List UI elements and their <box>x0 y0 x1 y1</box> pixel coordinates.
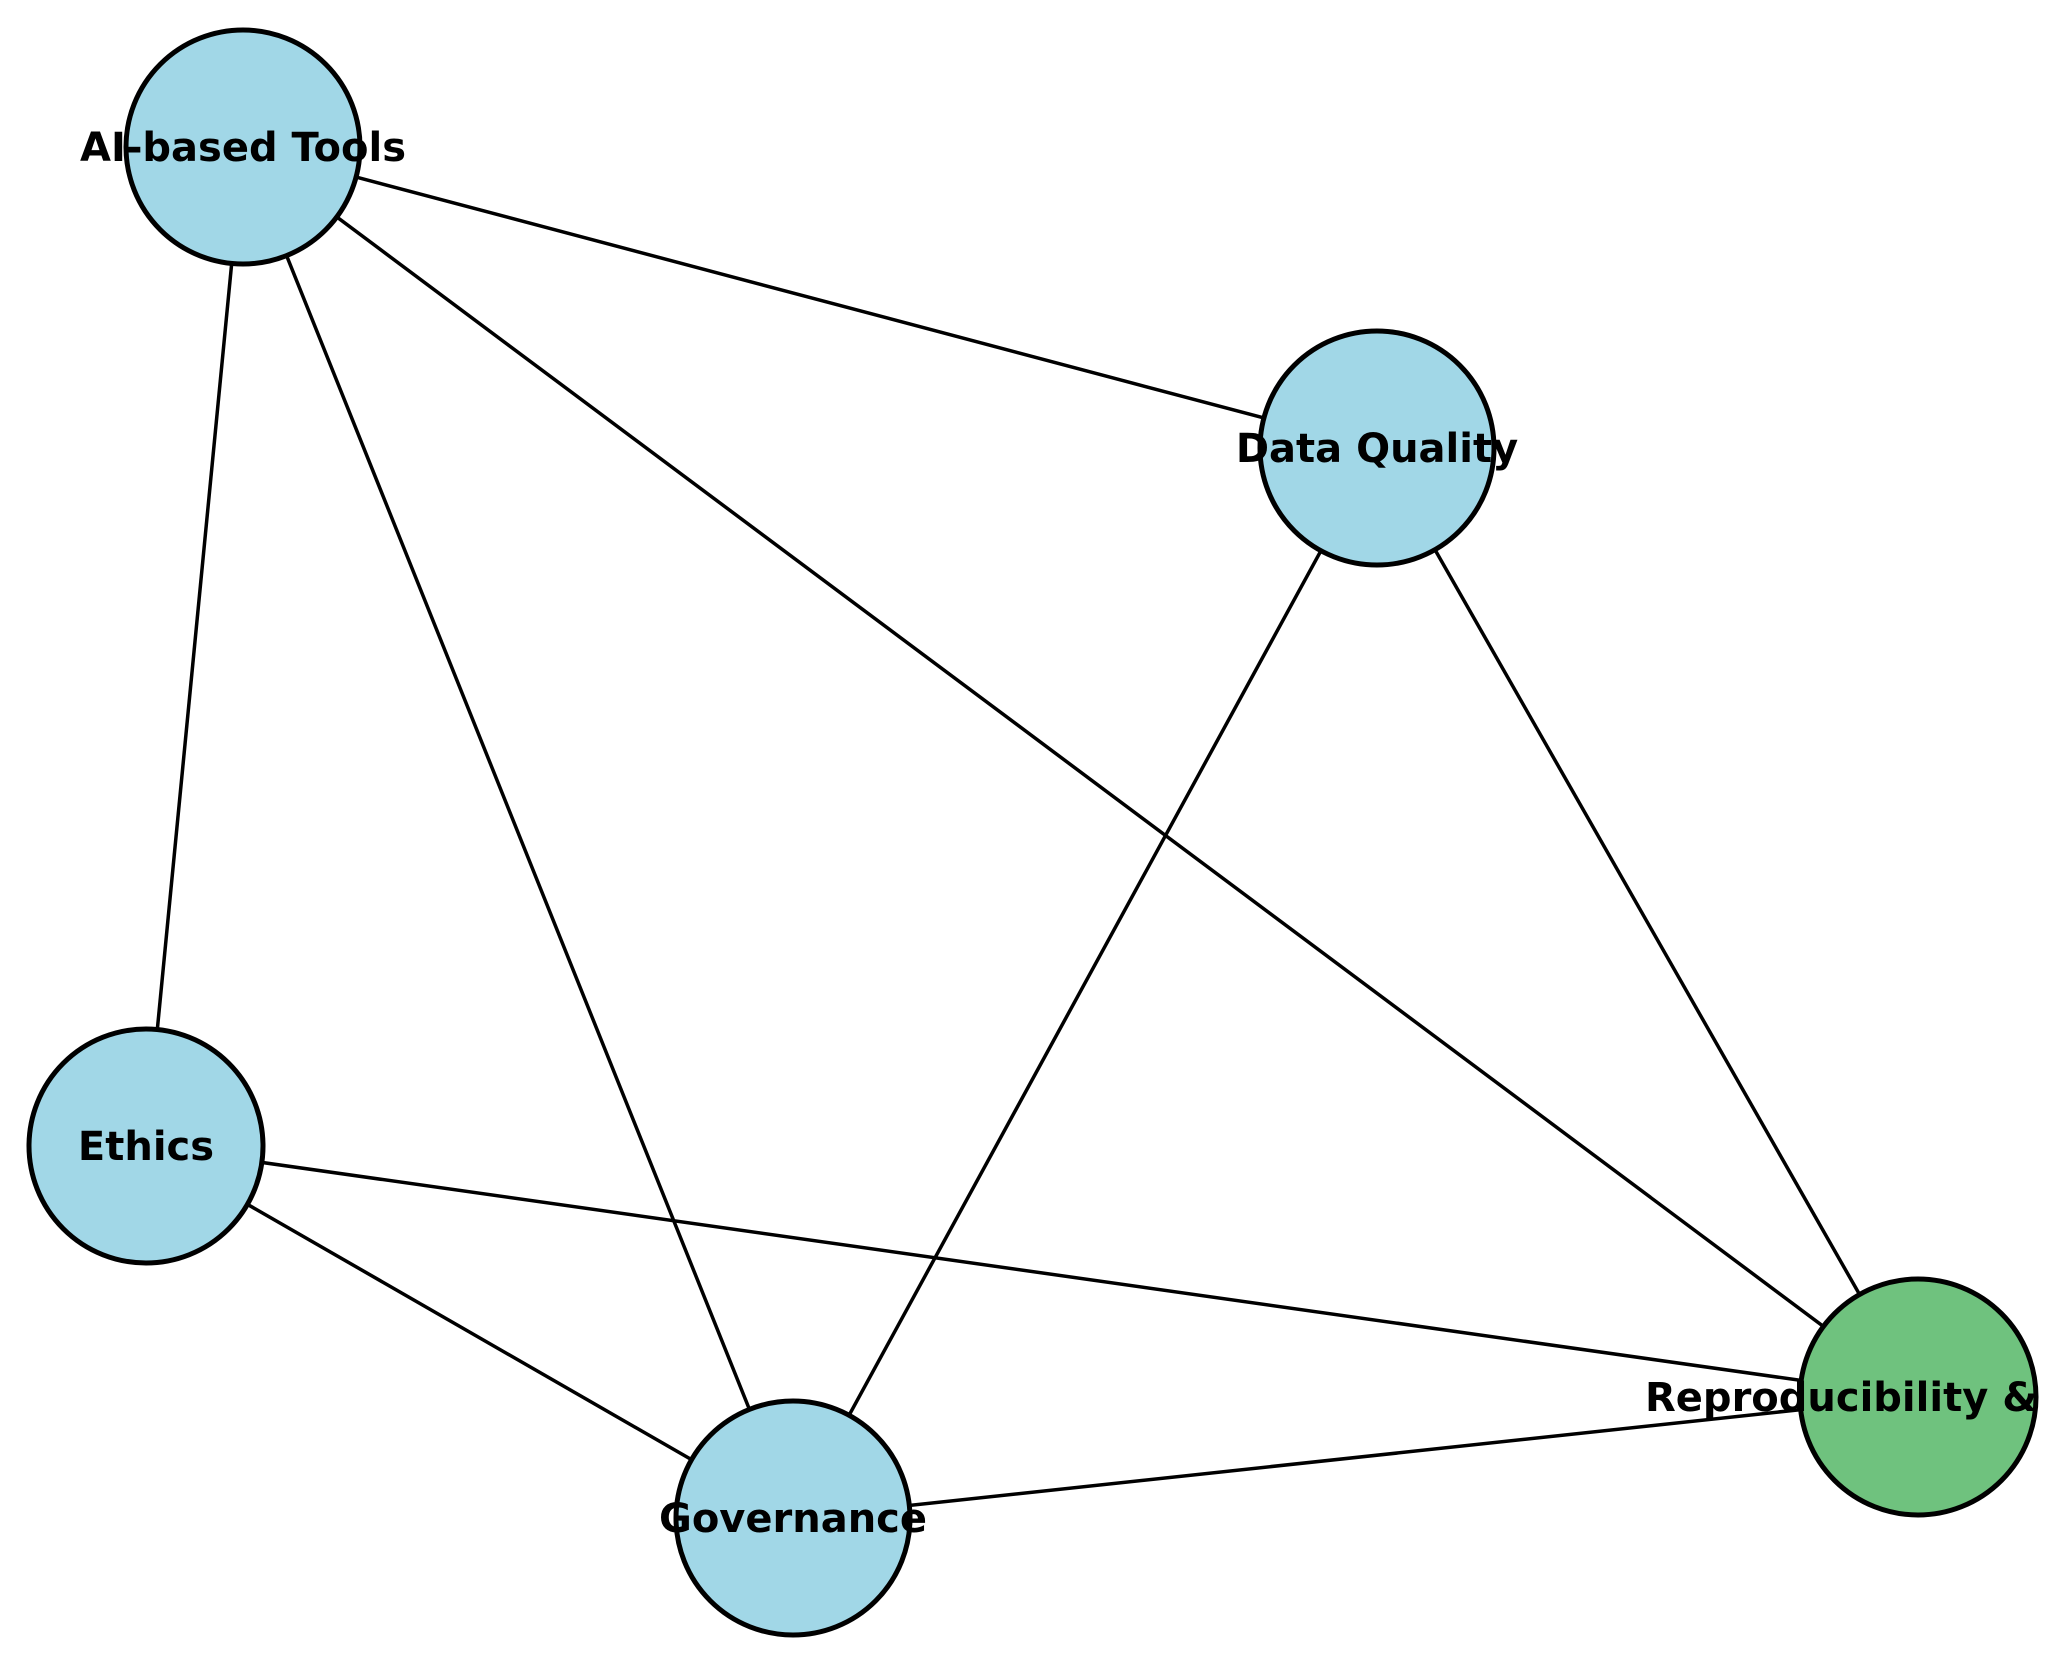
node-governance <box>673 1398 913 1638</box>
edge-ai-based-tools-data-quality <box>242 145 1378 450</box>
edge-data-quality-reproducibility <box>1375 447 1920 1398</box>
edge-ai-based-tools-governance <box>241 146 795 1519</box>
node-ai-based-tools <box>123 27 363 267</box>
node-label-reproducibility: Reproducibility & <box>1645 1375 2037 1421</box>
node-label-ai-based-tools: AI-based Tools <box>80 125 406 171</box>
node-data-quality <box>1257 328 1497 568</box>
edge-ai-based-tools-reproducibility <box>241 145 1920 1399</box>
node-ethics <box>26 1026 266 1266</box>
node-label-ethics: Ethics <box>78 1124 214 1170</box>
node-label-governance: Governance <box>659 1496 927 1542</box>
edge-ai-based-tools-ethics <box>144 146 245 1147</box>
edge-governance-reproducibility <box>792 1395 1919 1520</box>
node-reproducibility <box>1797 1276 2039 1518</box>
edge-ethics-governance <box>145 1144 794 1520</box>
edge-data-quality-governance <box>791 447 1379 1519</box>
node-label-data-quality: Data Quality <box>1236 426 1518 472</box>
edge-ethics-reproducibility <box>145 1144 1919 1399</box>
